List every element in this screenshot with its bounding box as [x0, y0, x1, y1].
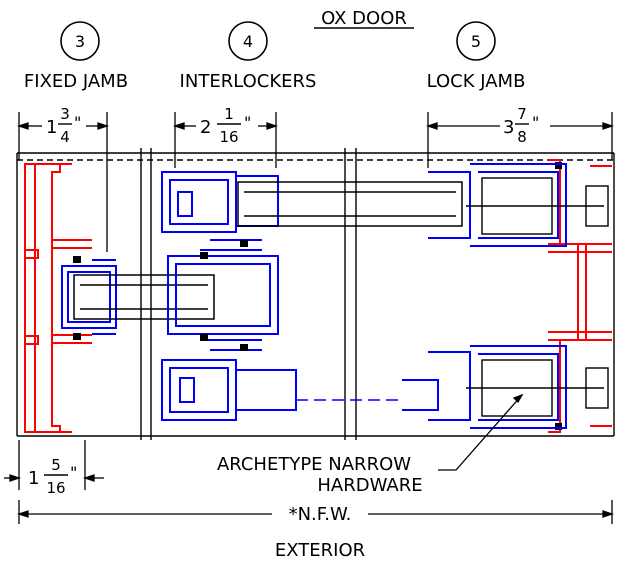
- opening-outline: [16, 148, 615, 440]
- callout-number: 3: [75, 32, 85, 51]
- callout-interlockers: 4 INTERLOCKERS: [180, 21, 317, 92]
- dim-unit: ": [70, 463, 77, 482]
- sliding-glass-upper: [237, 181, 463, 227]
- lock-hardware: [466, 177, 609, 417]
- dim-whole: 1: [46, 117, 57, 138]
- dim-lock-jamb: [425, 112, 615, 168]
- callout-number: 4: [243, 32, 253, 51]
- dim-unit: ": [532, 113, 539, 132]
- callout-label: INTERLOCKERS: [180, 71, 317, 92]
- interlocker-panel-lower: [161, 359, 297, 421]
- drawing-title: OX DOOR: [321, 8, 407, 29]
- lock-jamb-panel-upper: [428, 163, 567, 247]
- dim-numerator: 7: [517, 105, 527, 123]
- hardware-leader: [438, 393, 524, 471]
- dim-denominator: 16: [46, 479, 65, 497]
- dim-overall: [16, 500, 615, 524]
- dim-numerator: 5: [51, 456, 61, 474]
- dim-denominator: 16: [219, 128, 238, 146]
- dim-whole: 1: [28, 468, 39, 489]
- dim-numerator: 1: [224, 105, 234, 123]
- exterior-label: EXTERIOR: [275, 540, 365, 561]
- interlocker-panel-middle: [167, 239, 279, 351]
- fixed-frame-right: [548, 159, 612, 433]
- callout-fixed-jamb: 3 FIXED JAMB: [24, 21, 128, 92]
- callout-number: 5: [471, 32, 481, 51]
- callout-label: LOCK JAMB: [427, 71, 526, 92]
- dim-interlocker-text: 2 1 16 ": [200, 105, 251, 146]
- callout-lock-jamb: 5 LOCK JAMB: [427, 21, 526, 92]
- dim-numerator: 3: [60, 105, 70, 123]
- dim-whole: 2: [200, 117, 211, 138]
- interlocker-panel-upper: [161, 171, 279, 233]
- hardware-label-line1: ARCHETYPE NARROW: [217, 454, 411, 475]
- fixed-panel-jamb: [61, 259, 117, 335]
- callout-circle: [456, 21, 496, 61]
- lock-jamb-panel-lower: [402, 345, 567, 429]
- fixed-frame-left: [24, 163, 92, 433]
- dim-lock-jamb-text: 3 7 8 ": [503, 105, 539, 146]
- callout-circle: [60, 21, 100, 61]
- callout-circle: [228, 21, 268, 61]
- dim-sill-offset-text: 1 5 16 ": [28, 456, 77, 497]
- dim-interlocker: [172, 112, 279, 168]
- dim-fixed-jamb: [16, 112, 110, 252]
- gaskets: [73, 162, 562, 430]
- dim-fixed-jamb-text: 1 3 4 ": [46, 105, 81, 146]
- dim-denominator: 8: [517, 128, 527, 146]
- overall-width-label: *N.F.W.: [289, 504, 352, 525]
- dim-sill-offset: [4, 440, 104, 490]
- dim-denominator: 4: [60, 128, 70, 146]
- callout-label: FIXED JAMB: [24, 71, 128, 92]
- dim-unit: ": [244, 113, 251, 132]
- dim-whole: 3: [503, 117, 514, 138]
- fixed-glass-unit: [73, 274, 215, 320]
- hardware-label-line2: HARDWARE: [317, 475, 422, 496]
- dim-unit: ": [74, 113, 81, 132]
